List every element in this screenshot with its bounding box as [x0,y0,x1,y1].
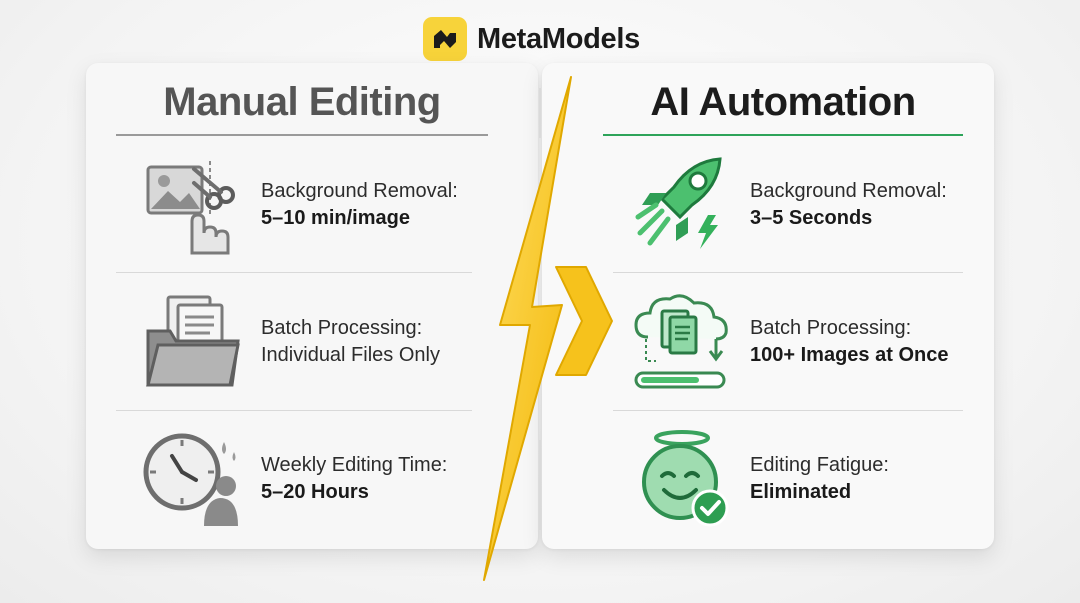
row-divider [613,272,963,273]
item-value: 100+ Images at Once [750,342,990,369]
ai-background-removal-text: Background Removal: 3–5 Seconds [750,178,990,232]
ai-title-underline [603,134,963,136]
rocket-bolt-icon [632,153,732,253]
manual-editing-title: Manual Editing [163,80,441,124]
item-label: Batch Processing: [750,317,912,339]
row-divider [613,410,963,411]
item-label: Weekly Editing Time: [261,454,448,476]
manual-title-underline [116,134,488,136]
metamodels-logo-icon [423,17,467,61]
cloud-batch-progress-icon [632,293,732,393]
manual-background-removal-text: Background Removal: 5–10 min/image [261,178,501,232]
item-value-strong: 100+ [750,344,796,366]
manual-batch-processing-text: Batch Processing: Individual Files Only [261,315,501,369]
ai-automation-card [542,63,994,549]
ai-batch-processing-text: Batch Processing: 100+ Images at Once [750,315,990,369]
item-label: Background Removal: [261,180,458,202]
item-value: 3–5 Seconds [750,207,873,229]
item-value: Individual Files Only [261,344,440,366]
item-label: Batch Processing: [261,317,423,339]
folder-documents-icon [142,293,242,393]
row-divider [116,272,472,273]
ai-automation-title: AI Automation [650,80,916,124]
item-value: 5–10 min/image [261,207,410,229]
item-value-rest: Images at Once [795,344,949,366]
item-value: 5–20 Hours [261,481,369,503]
ai-editing-fatigue-text: Editing Fatigue: Eliminated [750,452,990,506]
brand-name: MetaModels [477,22,640,55]
manual-weekly-time-text: Weekly Editing Time: 5–20 Hours [261,452,501,506]
brand-header: MetaModels [423,16,640,62]
chevron-right-arrow-icon [555,266,613,376]
item-label: Background Removal: [750,180,947,202]
lightning-bolt-icon [483,76,572,581]
center-divider-line [539,440,541,530]
center-divider-line [539,88,541,138]
item-label: Editing Fatigue: [750,454,889,476]
clock-tired-person-icon [142,428,242,528]
row-divider [116,410,472,411]
item-value: Eliminated [750,481,852,503]
smiling-halo-check-icon [632,428,732,528]
image-scissors-hand-icon [142,155,242,255]
